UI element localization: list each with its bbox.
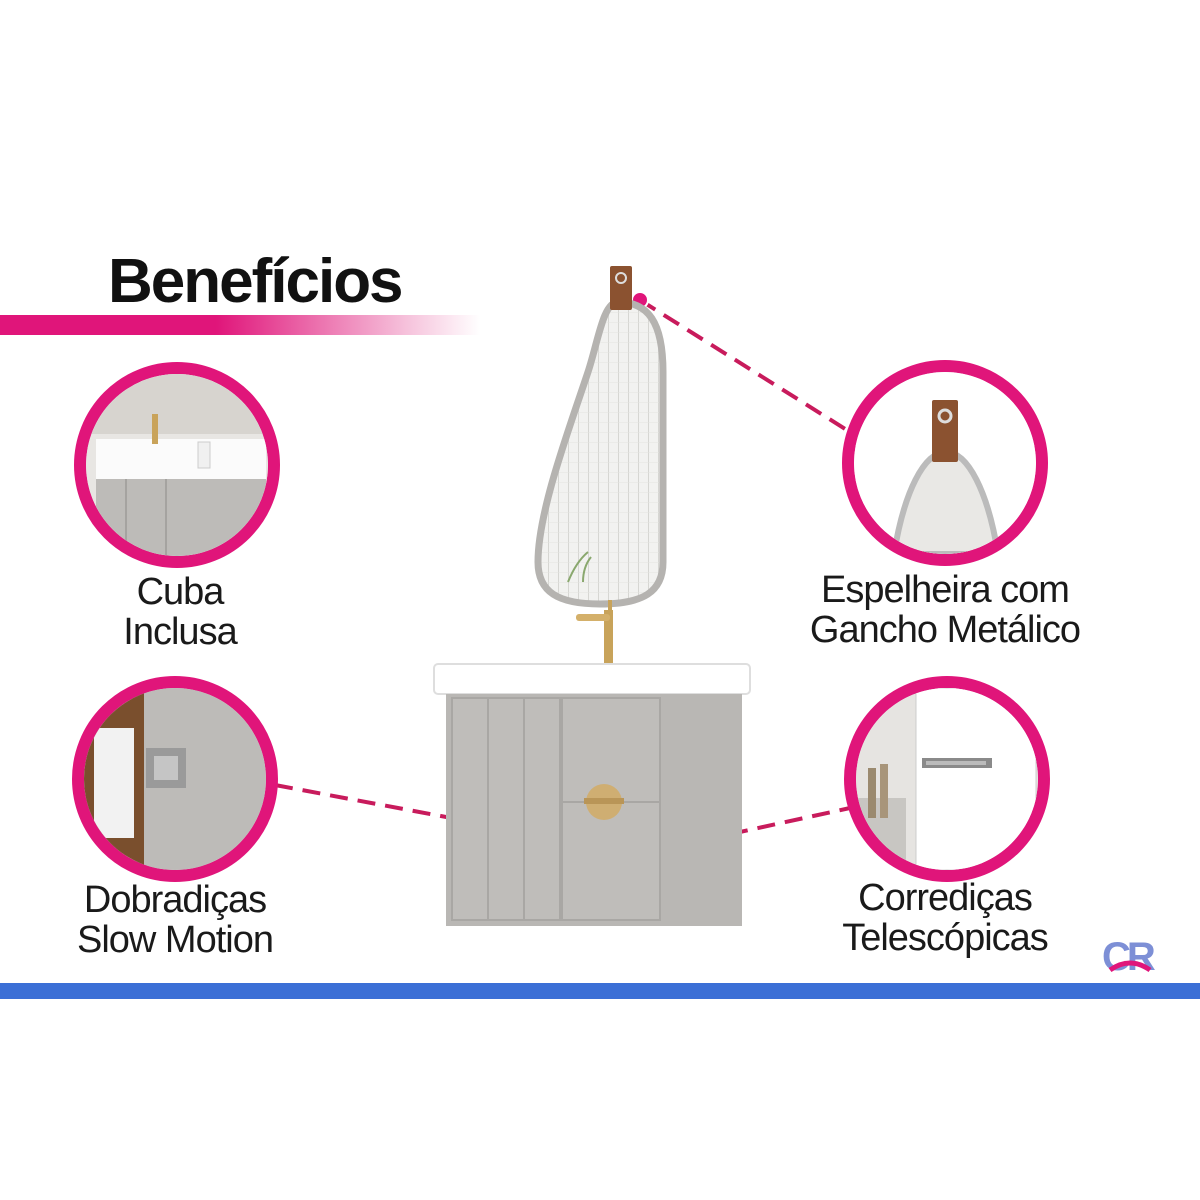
title-underline-bar (0, 315, 480, 335)
teardrop-mirror (528, 262, 673, 612)
cuba-detail-circle (74, 362, 280, 568)
dobradicas-label-line1: Dobradiças (83, 879, 267, 921)
espelheira-label-line2: Gancho Metálico (809, 609, 1081, 651)
cuba-label-line1: Cuba (136, 571, 225, 613)
bathroom-cabinet (432, 662, 752, 932)
corredicas-detail-circle (844, 676, 1050, 882)
dobradicas-label: Dobradiças Slow Motion (50, 880, 300, 960)
page-title: Benefícios (108, 247, 404, 316)
dobradicas-detail-circle (72, 676, 278, 882)
corredicas-label-line1: Corrediças (858, 877, 1033, 919)
cuba-label-line2: Inclusa (123, 611, 237, 653)
espelheira-detail-circle (842, 360, 1048, 566)
gold-faucet (576, 600, 626, 666)
corredicas-label-line2: Telescópicas (842, 917, 1049, 959)
svg-text:CR: CR (1102, 935, 1156, 979)
dobradicas-label-line2: Slow Motion (77, 919, 274, 961)
espelheira-label: Espelheira com Gancho Metálico (780, 570, 1110, 650)
brand-logo: CR (1100, 930, 1180, 980)
espelheira-label-line1: Espelheira com (821, 569, 1070, 611)
cuba-label: Cuba Inclusa (90, 572, 270, 652)
bottom-accent-bar (0, 983, 1200, 999)
corredicas-label: Corrediças Telescópicas (820, 878, 1070, 958)
